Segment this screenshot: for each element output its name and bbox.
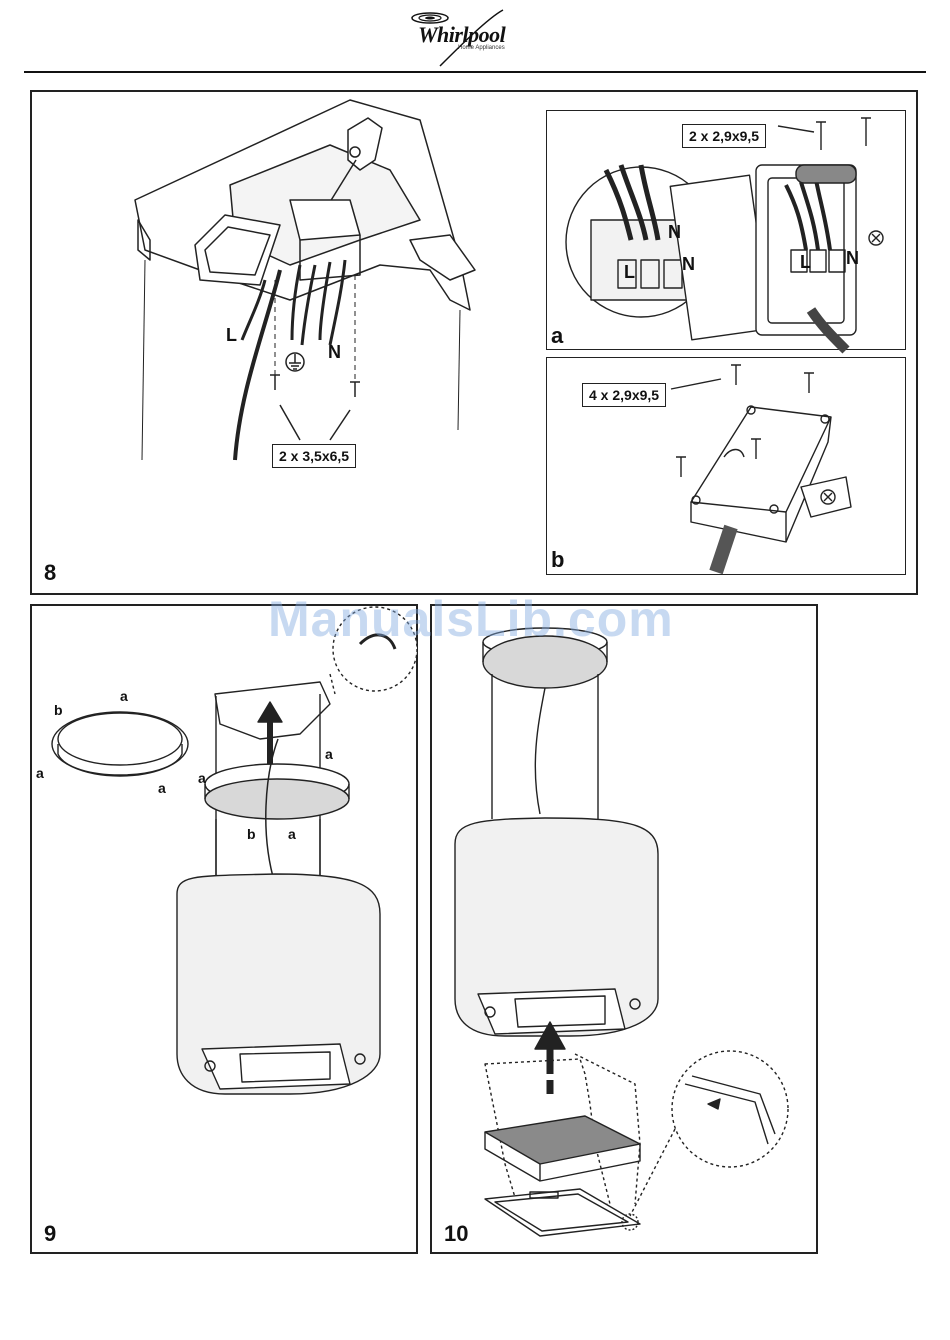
screws-label-fig8: 2 x 3,5x6,5 <box>272 444 356 468</box>
ground-symbol-icon <box>286 353 304 371</box>
figure-10-drawing <box>430 604 818 1254</box>
header-rule <box>24 71 926 73</box>
figure-8-drawing <box>30 90 550 590</box>
wire-label-neutral: N <box>328 342 341 363</box>
figure-9-drawing <box>30 604 418 1254</box>
screws-label-inset-a: 2 x 2,9x9,5 <box>682 124 766 148</box>
figure-9-number: 9 <box>44 1221 56 1247</box>
figure-8-number: 8 <box>44 560 56 586</box>
inset-a-letter: a <box>551 323 563 349</box>
ring-label-a-2: a <box>36 765 44 781</box>
plate-label-a-3: a <box>288 826 296 842</box>
box-label-neutral: N <box>846 248 859 269</box>
watermark: ManualsLib.com <box>268 590 674 648</box>
plate-label-b: b <box>247 826 256 842</box>
plate-label-a-2: a <box>198 770 206 786</box>
inset-b-letter: b <box>551 547 564 573</box>
brand-subtitle: Home Appliances <box>458 45 505 51</box>
plate-label-a-1: a <box>325 746 333 762</box>
terminal-label-live: L <box>624 262 635 283</box>
figure-10-number: 10 <box>444 1221 468 1247</box>
ring-label-b-1: b <box>54 702 63 718</box>
terminal-label-neutral-top: N <box>668 222 681 243</box>
ring-label-a-3: a <box>158 780 166 796</box>
ring-label-a-1: a <box>120 688 128 704</box>
wire-label-live: L <box>226 325 237 346</box>
box-label-live: L <box>800 252 811 273</box>
terminal-label-neutral: N <box>682 254 695 275</box>
screws-label-inset-b: 4 x 2,9x9,5 <box>582 383 666 407</box>
